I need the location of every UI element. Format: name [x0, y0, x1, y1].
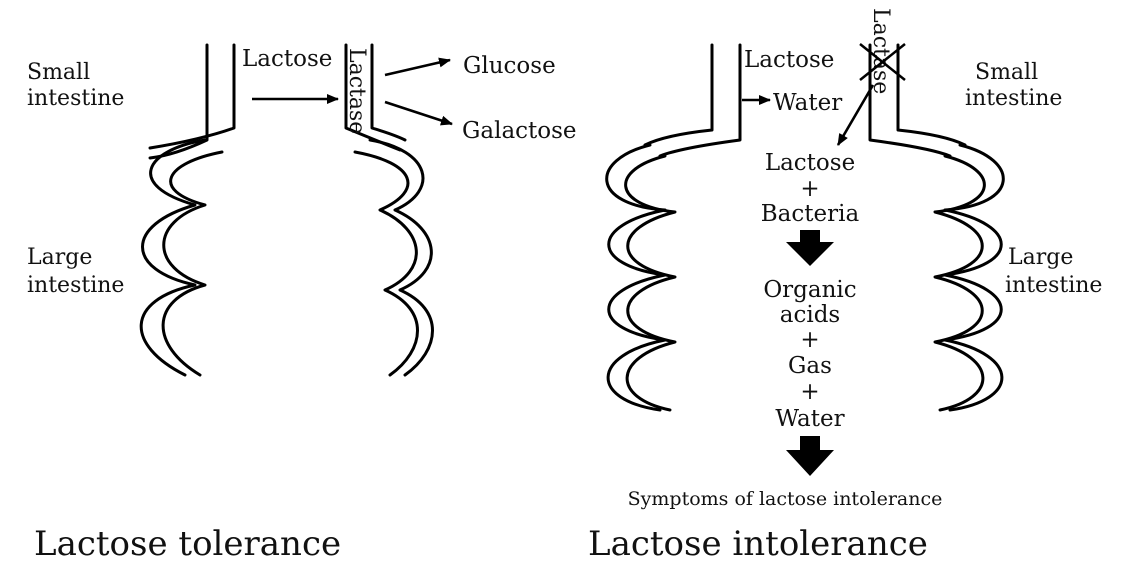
intolerance-large-intestine-label-2: intestine [1005, 273, 1102, 298]
tolerance-lactase-label: Lactase [344, 48, 369, 134]
tolerance-galactose-arrow [385, 102, 452, 124]
tolerance-small-intestine-label-2: intestine [27, 86, 124, 111]
intolerance-small-intestine-left-wall [645, 45, 712, 145]
flow-step-lactose: Lactose [765, 150, 855, 176]
intolerance-small-intestine-label-1: Small [975, 60, 1038, 85]
tolerance-large-intestine-label-1: Large [27, 245, 92, 270]
intolerance-small-intestine-inner-left [660, 45, 740, 156]
intolerance-large-intestine-label-1: Large [1008, 245, 1073, 270]
tolerance-large-intestine-label-2: intestine [27, 273, 124, 298]
tolerance-large-intestine-right-outer [355, 152, 418, 375]
flow-step-gas: Gas [788, 353, 832, 379]
down-arrow-icon [786, 230, 834, 266]
tolerance-large-intestine-left-inner [163, 152, 222, 375]
tolerance-glucose-label: Glucose [463, 53, 556, 79]
tolerance-panel: Small intestine Large intestine Lactose … [27, 45, 577, 564]
intolerance-large-intestine-left-outer [607, 145, 665, 410]
tolerance-caption: Lactose tolerance [34, 524, 341, 564]
intolerance-small-intestine-right-wall [898, 45, 965, 145]
tolerance-small-intestine-label-1: Small [27, 60, 90, 85]
intolerance-panel: Lactose Lactase Water Small intestine La… [588, 8, 1102, 564]
tolerance-large-intestine-right-inner [370, 140, 433, 375]
flow-step-plus-3: + [800, 379, 819, 405]
intolerance-lactose-down-arrow [838, 85, 873, 145]
flow-step-plus-2: + [800, 327, 819, 353]
flow-step-organic: Organic [763, 277, 856, 303]
flow-step-bacteria: Bacteria [761, 201, 860, 227]
intolerance-small-intestine-label-2: intestine [965, 86, 1062, 111]
tolerance-glucose-arrow [385, 60, 450, 75]
intolerance-lactose-label: Lactose [744, 47, 834, 73]
intolerance-water-label: Water [773, 90, 842, 116]
intolerance-flow: Lactose + Bacteria Organic acids + Gas +… [761, 150, 860, 432]
intolerance-large-intestine-right-outer [945, 145, 1003, 410]
flow-step-water: Water [775, 406, 844, 432]
intolerance-caption: Lactose intolerance [588, 524, 928, 564]
tolerance-small-intestine-right-wall [372, 45, 405, 140]
intolerance-lactase-label: Lactase [868, 8, 893, 94]
down-arrow-icon-2 [786, 436, 834, 476]
tolerance-lactose-label: Lactose [242, 46, 332, 72]
tolerance-small-intestine-inner-left [150, 45, 234, 148]
flow-step-acids: acids [780, 302, 840, 328]
tolerance-galactose-label: Galactose [462, 118, 577, 144]
intolerance-symptoms-label: Symptoms of lactose intolerance [628, 488, 943, 510]
flow-step-plus-1: + [800, 176, 819, 202]
